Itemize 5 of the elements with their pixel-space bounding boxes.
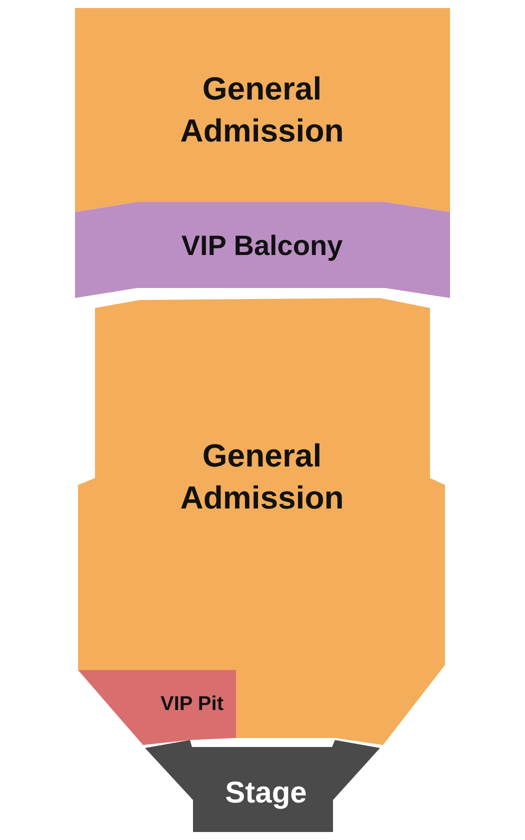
- section-label: General Admission: [179, 436, 345, 517]
- section-label: VIP Pit: [160, 692, 224, 717]
- section-label: Stage: [224, 776, 308, 812]
- section-label: VIP Balcony: [180, 228, 344, 263]
- section-label: General Admission: [179, 69, 345, 150]
